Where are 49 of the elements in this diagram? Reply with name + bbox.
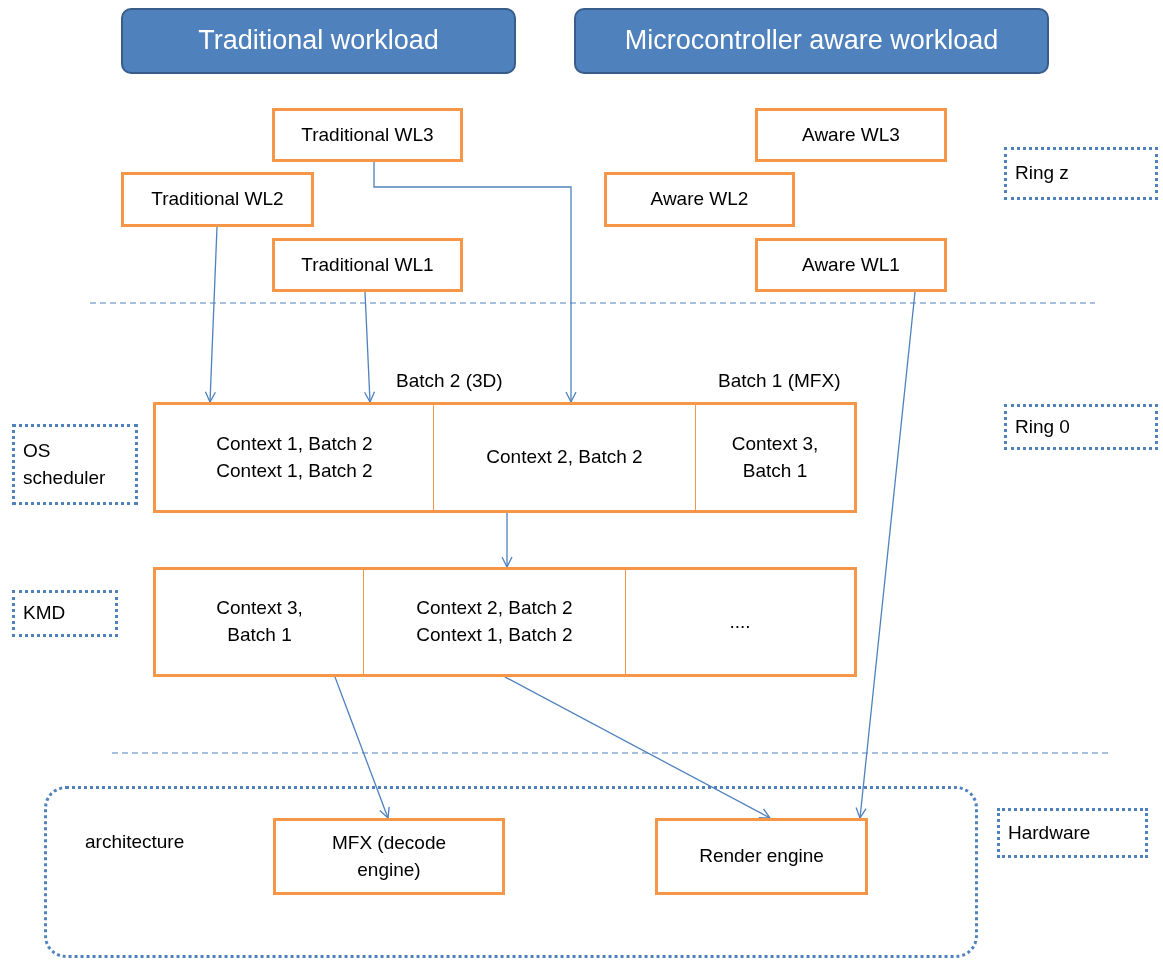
- process-box: [655, 818, 868, 895]
- tag-label: Ring z: [1015, 161, 1069, 186]
- node-label: architecture: [85, 830, 186, 854]
- node-label: Aware WL1: [802, 252, 900, 277]
- node-label: Aware WL2: [650, 187, 749, 212]
- queue-box: [153, 567, 857, 677]
- level-tag: [12, 590, 118, 637]
- batch-label: Batch 2 (3D): [396, 370, 503, 392]
- process-box: [755, 108, 947, 162]
- tag-label: Hardware: [1008, 820, 1091, 845]
- hardware-container: [44, 786, 978, 958]
- node-label: Context 2, Batch 2 Context 1, Batch 2: [415, 596, 574, 647]
- process-box: [755, 238, 947, 292]
- node-label: ....: [729, 609, 751, 634]
- arrow: [363, 291, 376, 403]
- heading-text: Microcontroller aware workload: [624, 24, 999, 58]
- node-label: MFX (decode engine): [330, 830, 447, 882]
- arrow: [334, 676, 390, 819]
- node-label: Context 3, Batch 1: [215, 596, 304, 647]
- arrow: [204, 226, 218, 403]
- process-box: [272, 108, 463, 162]
- heading-text: Traditional workload: [198, 24, 439, 58]
- node-label: Context 2, Batch 2: [486, 445, 643, 470]
- process-box: [121, 172, 314, 227]
- node-label: Context 3, Batch 1: [730, 431, 820, 483]
- node-label: Traditional WL3: [301, 122, 434, 147]
- process-box: [272, 238, 463, 292]
- arrow: [504, 676, 771, 819]
- level-tag: [997, 808, 1148, 858]
- queue-box: [153, 402, 857, 513]
- node-label: Traditional WL2: [151, 187, 284, 212]
- node-label: Aware WL3: [802, 122, 900, 147]
- arrow: [855, 291, 916, 819]
- heading-banner: [574, 8, 1049, 74]
- node-label: Render engine: [699, 844, 824, 869]
- process-box: [273, 818, 505, 895]
- tag-label: OS scheduler: [23, 438, 107, 490]
- arrow: [501, 512, 513, 568]
- process-box: [604, 172, 795, 227]
- level-tag: [1004, 404, 1158, 450]
- node-label: Traditional WL1: [301, 252, 434, 277]
- batch-label: Batch 1 (MFX): [718, 370, 841, 392]
- tag-label: Ring 0: [1015, 414, 1070, 439]
- level-tag: [12, 424, 138, 505]
- heading-banner: [121, 8, 516, 74]
- node-label: Context 1, Batch 2 Context 1, Batch 2: [215, 431, 374, 483]
- tag-label: KMD: [23, 601, 66, 626]
- level-tag: [1004, 147, 1158, 200]
- arrow: [373, 161, 577, 403]
